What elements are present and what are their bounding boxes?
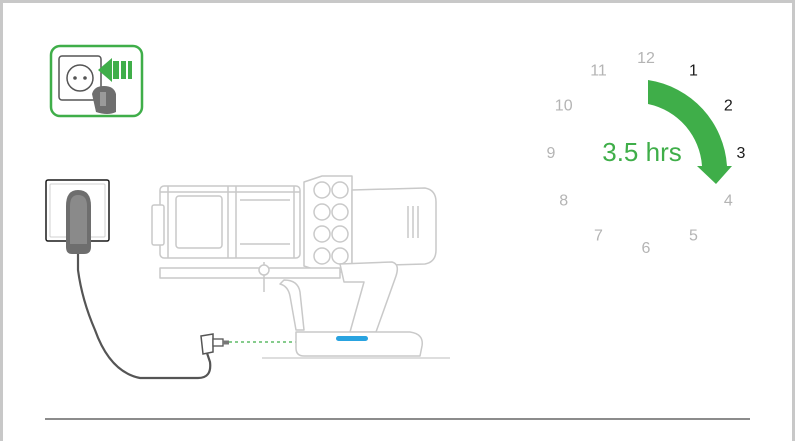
charge-progress-arrow <box>648 80 732 184</box>
clock-number-6: 6 <box>642 240 651 257</box>
handheld-vacuum-icon <box>152 176 436 356</box>
clock-number-10: 10 <box>555 98 573 115</box>
dc-connector <box>201 334 229 354</box>
plug-in-badge-icon <box>51 46 142 116</box>
clock-number-5: 5 <box>689 227 698 244</box>
clock-number-7: 7 <box>594 227 603 244</box>
clock-number-8: 8 <box>559 193 568 210</box>
clock-number-3: 3 <box>737 145 746 162</box>
charger-plug-icon <box>66 190 91 254</box>
clock-number-2: 2 <box>724 98 733 115</box>
clock-number-1: 1 <box>689 63 698 80</box>
clock-number-4: 4 <box>724 193 733 210</box>
clock-number-11: 11 <box>590 63 607 80</box>
charging-led-light <box>336 336 368 341</box>
charge-duration-label: 3.5 hrs <box>602 137 682 167</box>
clock-number-9: 9 <box>547 145 556 162</box>
clock-number-12: 12 <box>637 50 655 67</box>
